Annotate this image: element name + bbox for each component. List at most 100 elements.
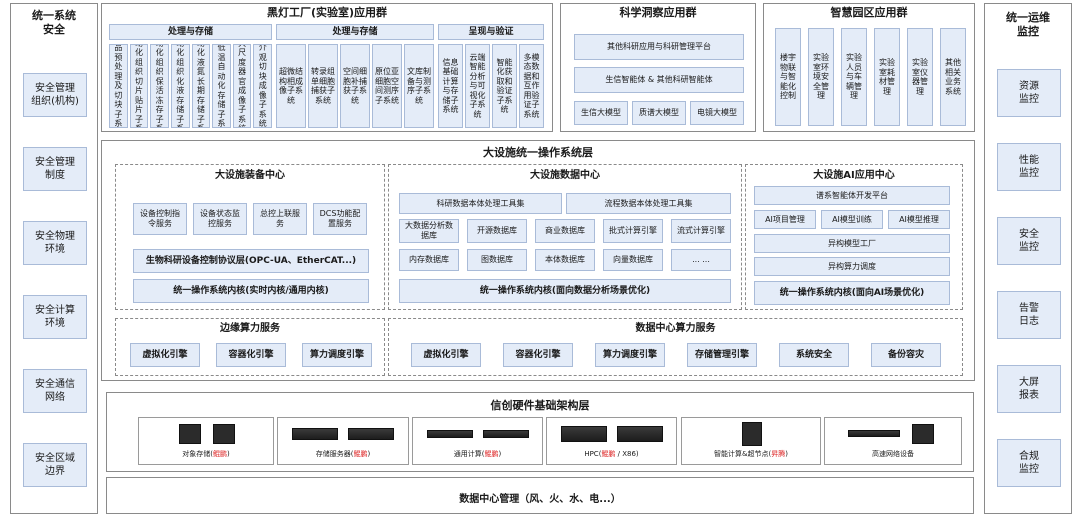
factory-subsystem: 样品预处理及切块子系统 — [109, 44, 128, 128]
security-column: 统一系统 安全 安全管理 组织(机构)安全管理 制度安全物理 环境安全计算 环境… — [10, 3, 98, 514]
equip-service: 设备控制指令服务 — [133, 203, 187, 235]
security-item: 安全物理 环境 — [23, 221, 87, 265]
hardware-label-paren: ( — [210, 450, 213, 458]
hardware-label-paren: ( — [350, 450, 354, 458]
park-subsystem: 楼宇物联与智能化控制 — [775, 28, 801, 126]
research-platform: 其他科研应用与科研管理平台 — [574, 34, 744, 60]
park-app-group: 智慧园区应用群 楼宇物联与智能化控制实验室环境安全管理实验人员与车辆管理实验室耗… — [763, 3, 975, 132]
edge-engine: 算力调度引擎 — [302, 343, 372, 367]
hardware-label-tag: 鲲鹏 — [601, 450, 616, 458]
hardware-label-suffix: ) — [227, 450, 230, 458]
data-engine: 商业数据库 — [535, 219, 595, 243]
research-app-group-title: 科学洞察应用群 — [619, 6, 697, 19]
data-engine: 向量数据库 — [603, 249, 663, 271]
monitor-item: 合规 监控 — [997, 439, 1061, 487]
network-device-icon — [912, 424, 934, 444]
ai-compute-cabinet-icon — [742, 422, 762, 446]
hpc-server-icon — [616, 426, 663, 442]
data-engine: 本体数据库 — [535, 249, 595, 271]
hardware-label-paren: ( — [768, 450, 772, 458]
hardware-item: 高速网络设备 — [824, 417, 962, 465]
research-app-group: 科学洞察应用群 其他科研应用与科研管理平台 生信智能体 & 其他科研智能体 生信… — [560, 3, 756, 132]
hardware-item-label: 通用计算(鲲鹏) — [413, 450, 542, 459]
dc-engine: 存储管理引擎 — [687, 343, 757, 367]
hardware-label-tag: 昇腾 — [771, 450, 786, 458]
monitor-column-title: 统一运维 监控 — [1006, 11, 1050, 38]
security-item: 安全通信 网络 — [23, 369, 87, 413]
dc-management-title: 数据中心管理（风、火、水、电...） — [459, 494, 621, 505]
os-layer-title: 大设施统一操作系统层 — [483, 146, 593, 159]
factory-subsystem: 智能化获取和验证子系统 — [492, 44, 517, 128]
security-item: 安全管理 制度 — [23, 147, 87, 191]
hardware-item: 通用计算(鲲鹏) — [412, 417, 543, 465]
dc-engine: 备份容灾 — [871, 343, 941, 367]
ai-kernel: 统一操作系统内核(面向AI场景优化) — [754, 281, 950, 305]
hardware-item: HPC(鲲鹏 / X86) — [546, 417, 677, 465]
edge-engine: 虚拟化引擎 — [130, 343, 200, 367]
data-engine: 开源数据库 — [467, 219, 527, 243]
factory-subsystem: 空间细胞补捕获子系统 — [340, 44, 370, 128]
hardware-item-label: 智能计算&超节点(昇腾) — [682, 450, 820, 459]
park-subsystem: 实验室环境安全管理 — [808, 28, 834, 126]
hardware-label-tag: 鲲鹏 — [213, 450, 227, 458]
hardware-label-tag: 鲲鹏 — [484, 450, 499, 458]
monitor-item: 性能 监控 — [997, 143, 1061, 191]
ai-service: AI模型推理 — [888, 210, 950, 229]
equip-kernel: 统一操作系统内核(实时内核/通用内核) — [133, 279, 369, 303]
network-switch-icon — [848, 430, 900, 437]
hardware-layer-title: 信创硬件基础架构层 — [490, 399, 590, 412]
factory-group-header: 处理与存储 — [276, 24, 434, 40]
park-subsystem: 其他相关业务系统 — [940, 28, 966, 126]
hardware-label-text: 通用计算 — [453, 450, 482, 458]
data-kernel: 统一操作系统内核(面向数据分析场景优化) — [399, 279, 731, 303]
monitor-item: 安全 监控 — [997, 217, 1061, 265]
general-server-icon — [482, 430, 529, 438]
object-storage-server-icon — [213, 424, 235, 444]
ai-center-title: 大设施AI应用中心 — [813, 170, 895, 181]
factory-app-group: 黑灯工厂(实验室)应用群 处理与存储样品预处理及切块子系统自动化组织切片贴片子系… — [101, 3, 553, 132]
hardware-item-label: 对象存储(鲲鹏) — [139, 450, 273, 459]
ai-model-factory: 异构模型工厂 — [754, 234, 950, 253]
hardware-layer: 信创硬件基础架构层 对象存储(鲲鹏)存储服务器(鲲鹏)通用计算(鲲鹏)HPC(鲲… — [106, 392, 974, 472]
hardware-item-label: HPC(鲲鹏 / X86) — [547, 450, 676, 459]
equip-service: DCS功能配置服务 — [313, 203, 367, 235]
factory-group-header: 处理与存储 — [109, 24, 272, 40]
security-item: 安全计算 环境 — [23, 295, 87, 339]
park-subsystem: 实验室仪器管理 — [907, 28, 933, 126]
data-engine: 图数据库 — [467, 249, 527, 271]
ai-service: AI模型训练 — [821, 210, 883, 229]
factory-subsystem: 信息基础计算与存储子系统 — [438, 44, 463, 128]
park-app-group-title: 智慧园区应用群 — [830, 6, 908, 19]
data-engine: 批式计算引擎 — [603, 219, 663, 243]
dc-engine: 容器化引擎 — [503, 343, 573, 367]
dc-engine: 算力调度引擎 — [595, 343, 665, 367]
security-item: 安全区域 边界 — [23, 443, 87, 487]
research-model: 电镜大模型 — [690, 101, 744, 125]
hardware-item: 存储服务器(鲲鹏) — [277, 417, 409, 465]
data-engine: 大数据分析数据库 — [399, 219, 459, 243]
factory-subsystem: 超低温自动化存储子系统 — [212, 44, 231, 128]
object-storage-server-icon — [179, 424, 201, 444]
edge-compute-title: 边缘算力服务 — [220, 323, 280, 334]
factory-subsystem: 介观切块成像子系统 — [253, 44, 272, 128]
research-agent: 生信智能体 & 其他科研智能体 — [574, 67, 744, 93]
factory-subsystem: 云端智能分析与可视化子系统 — [465, 44, 490, 128]
factory-group-header: 呈现与验证 — [438, 24, 544, 40]
hardware-label-paren: ( — [481, 450, 485, 458]
hardware-item-label: 存储服务器(鲲鹏) — [278, 450, 408, 459]
equip-service: 设备状态监控服务 — [193, 203, 247, 235]
hardware-label-suffix: ) — [785, 450, 788, 458]
factory-subsystem: 原位亚细胞空间测序子系统 — [372, 44, 402, 128]
factory-subsystem: 多模态数据和互作用验证子系统 — [519, 44, 544, 128]
hardware-label-suffix: / X86) — [615, 450, 639, 458]
storage-server-icon — [348, 428, 394, 440]
dc-compute-title: 数据中心算力服务 — [635, 323, 716, 334]
hardware-label-suffix: ) — [367, 450, 371, 458]
security-item: 安全管理 组织(机构) — [23, 73, 87, 117]
data-tool-research: 科研数据本体处理工具集 — [399, 193, 562, 214]
factory-app-group-title: 黑灯工厂(实验室)应用群 — [266, 6, 388, 19]
park-subsystem: 实验室耗材管理 — [874, 28, 900, 126]
equip-center-title: 大设施装备中心 — [215, 170, 285, 181]
